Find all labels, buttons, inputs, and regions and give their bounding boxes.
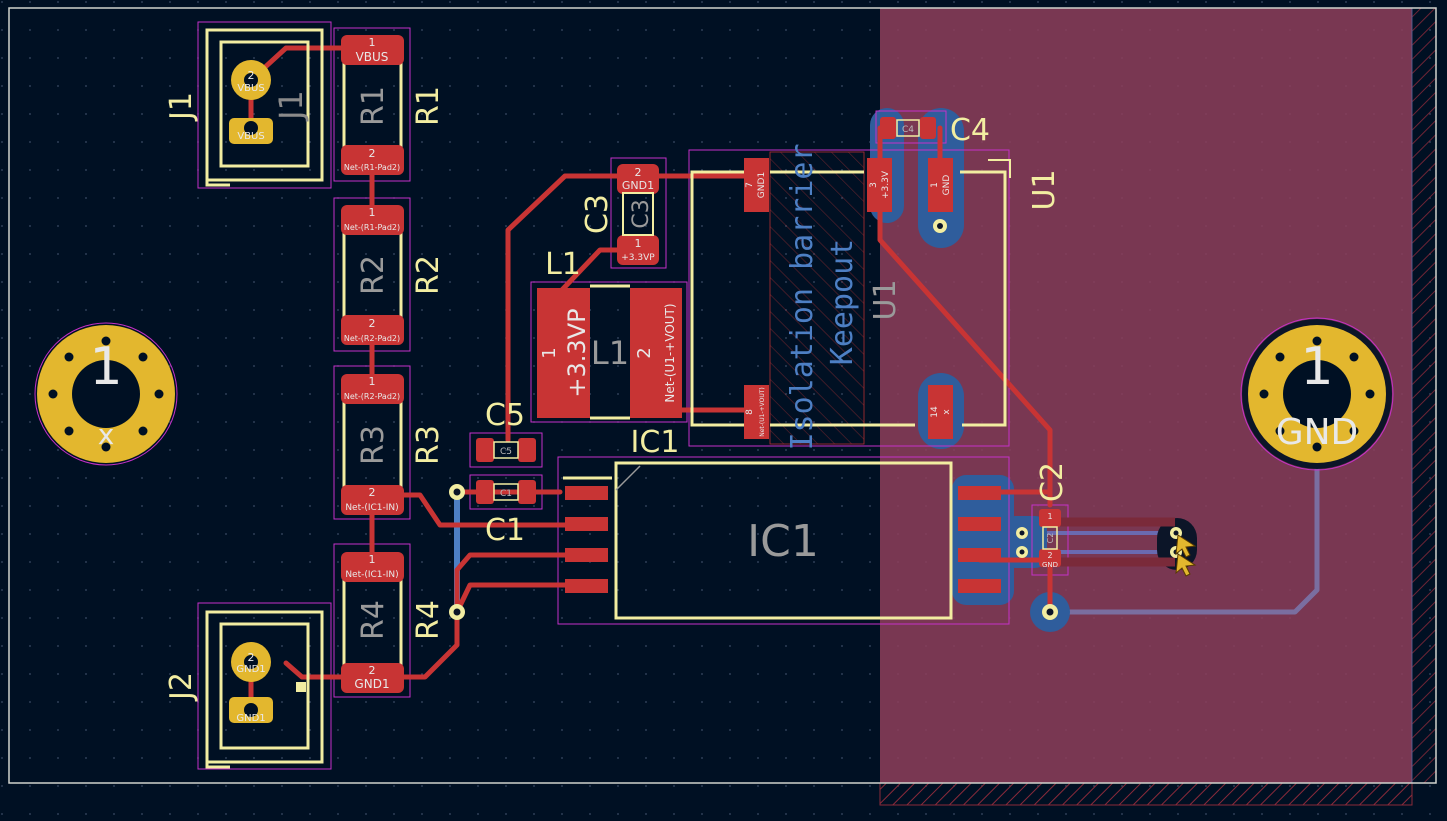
mounting-hole-h2[interactable]: 1 GND xyxy=(1242,319,1392,469)
l1-pad1-number: 1 xyxy=(539,347,560,358)
resistor-r4[interactable]: 1 Net-(IC1-IN) 2 GND1 R4 xyxy=(341,552,404,693)
r1-pad1-number: 1 xyxy=(369,36,376,49)
board-edge-outline xyxy=(8,7,1437,784)
r4-pad2-net: GND1 xyxy=(354,677,389,691)
j1-reference-label: J1 xyxy=(164,92,199,122)
c2-reference-label: C2 xyxy=(1035,462,1070,502)
connector-j1[interactable]: 2 VBUS VBUS J1 xyxy=(205,28,324,187)
inductor-l1[interactable]: 1 +3.3VP 2 Net-(U1-+VOUT) L1 xyxy=(537,284,682,420)
c3-reference-label: C3 xyxy=(580,194,615,234)
diff-pair-traces xyxy=(1060,517,1175,567)
u1-pad1-net: GND xyxy=(942,175,952,196)
l1-pad2-net: Net-(U1-+VOUT) xyxy=(663,303,677,402)
c3-pad1-net: +3.3VP xyxy=(621,253,655,263)
r1-reference-label: R1 xyxy=(411,86,446,126)
u1-pad7-number: 7 xyxy=(745,182,755,188)
c5-fab-label: C5 xyxy=(500,447,512,457)
u1-pad14-net: x xyxy=(942,409,952,415)
c5-reference-label: C5 xyxy=(485,398,525,433)
r2-fab-label: R2 xyxy=(356,255,391,295)
u1-reference-label: U1 xyxy=(1027,169,1062,210)
r3-pad1-number: 1 xyxy=(369,375,376,388)
l1-reference-label: L1 xyxy=(545,247,581,282)
connector-j2[interactable]: 2 GND1 GND1 xyxy=(205,610,324,769)
j2-pad2-number: 2 xyxy=(248,651,255,664)
c1-reference-label: C1 xyxy=(485,513,525,548)
c2-pad1-number: 1 xyxy=(1047,512,1052,521)
capacitor-c3[interactable]: 2 GND1 1 +3.3VP C3 xyxy=(617,164,659,265)
u1-pad3-number: 3 xyxy=(869,182,879,188)
h2-pad-number: 1 xyxy=(1300,337,1333,397)
capacitor-c2[interactable]: 1 2 GND C2 xyxy=(1039,509,1061,569)
r2-reference-label: R2 xyxy=(411,255,446,295)
mounting-hole-h1[interactable]: 1 x xyxy=(37,325,175,463)
h1-pad-net: x xyxy=(98,418,115,451)
c2-pad2-net: GND xyxy=(1042,561,1058,569)
r2-pad2-number: 2 xyxy=(369,317,376,330)
r3-fab-label: R3 xyxy=(356,425,391,465)
r3-pad1-net: Net-(R2-Pad2) xyxy=(344,392,400,401)
j2-pad2-net: GND1 xyxy=(236,664,265,675)
resistor-r3[interactable]: 1 Net-(R2-Pad2) 2 Net-(IC1-IN) R3 xyxy=(341,374,404,515)
j1-pad2-net: VBUS xyxy=(237,83,264,94)
j2-reference-label: J2 xyxy=(164,672,199,702)
r3-pad2-number: 2 xyxy=(369,486,376,499)
h1-pad-number: 1 xyxy=(89,337,122,397)
u1-pad1-number: 1 xyxy=(930,182,940,188)
r1-pad1-net: VBUS xyxy=(356,50,389,64)
r4-pad2-number: 2 xyxy=(369,664,376,677)
r2-pad1-number: 1 xyxy=(369,206,376,219)
u1-pad7-net: GND1 xyxy=(757,172,767,198)
h2-pad-net: GND xyxy=(1276,412,1359,453)
r4-reference-label: R4 xyxy=(411,600,446,640)
u1-fab-label: U1 xyxy=(868,279,903,320)
u1-isolator[interactable]: 7 GND1 8 Net-(U1-+VOUT) 3 +3.3V 1 GND 14… xyxy=(690,151,1011,445)
l1-fab-label: L1 xyxy=(591,334,629,372)
j1-pad2-number: 2 xyxy=(248,69,255,82)
j1-pad1-net: VBUS xyxy=(237,131,264,142)
capacitor-c1[interactable]: C1 xyxy=(476,480,536,504)
r1-fab-label: R1 xyxy=(356,86,391,126)
u1-pad3-net: +3.3V xyxy=(881,170,891,199)
u1-pad8-number: 8 xyxy=(745,409,755,415)
resistor-r1[interactable]: 1 VBUS 2 Net-(R1-Pad2) R1 xyxy=(341,35,404,175)
c3-fab-label: C3 xyxy=(629,199,654,228)
capacitor-c5[interactable]: C5 xyxy=(476,438,536,462)
c3-pad2-net: GND1 xyxy=(622,179,654,192)
ic1-reference-label: IC1 xyxy=(631,425,680,460)
r3-pad2-net: Net-(IC1-IN) xyxy=(345,503,398,513)
j2-pad1-net: GND1 xyxy=(236,713,265,724)
c3-pad1-number: 1 xyxy=(635,237,642,250)
drc-warning-arrow-icon[interactable] xyxy=(1175,534,1197,577)
resistor-r2[interactable]: 1 Net-(R1-Pad2) 2 Net-(R2-Pad2) R2 xyxy=(341,205,404,345)
u1-pad8-net: Net-(U1-+VOUT) xyxy=(759,387,766,437)
c4-fab-label: C4 xyxy=(902,125,914,135)
r2-pad2-net: Net-(R2-Pad2) xyxy=(344,334,400,343)
keepout-text-line2: Keepout xyxy=(825,239,860,365)
ic1-fab-label: IC1 xyxy=(747,516,819,567)
r3-reference-label: R3 xyxy=(411,425,446,465)
c1-fab-label: C1 xyxy=(500,489,512,499)
c3-pad2-number: 2 xyxy=(635,166,642,179)
c2-fab-label: C2 xyxy=(1046,533,1055,544)
r2-pad1-net: Net-(R1-Pad2) xyxy=(344,223,400,232)
j1-fab-label: J1 xyxy=(272,90,310,122)
r1-pad2-number: 2 xyxy=(369,147,376,160)
ic1-regulator[interactable]: IC1 xyxy=(563,461,1001,620)
keepout-text-line1: Isolation barrier xyxy=(785,143,820,450)
l1-pad1-net: +3.3VP xyxy=(563,308,591,397)
l1-pad2-number: 2 xyxy=(634,347,655,358)
r1-pad2-net: Net-(R1-Pad2) xyxy=(344,163,400,172)
u1-pad14-number: 14 xyxy=(930,406,940,418)
c4-reference-label: C4 xyxy=(950,113,990,148)
c2-pad2-number: 2 xyxy=(1047,551,1052,560)
isolation-barrier-keepout-label: Isolation barrier Keepout xyxy=(785,143,860,450)
r4-pad1-net: Net-(IC1-IN) xyxy=(345,570,398,580)
r4-fab-label: R4 xyxy=(356,600,391,640)
r4-pad1-number: 1 xyxy=(369,553,376,566)
capacitor-c4[interactable]: C4 xyxy=(880,117,936,139)
